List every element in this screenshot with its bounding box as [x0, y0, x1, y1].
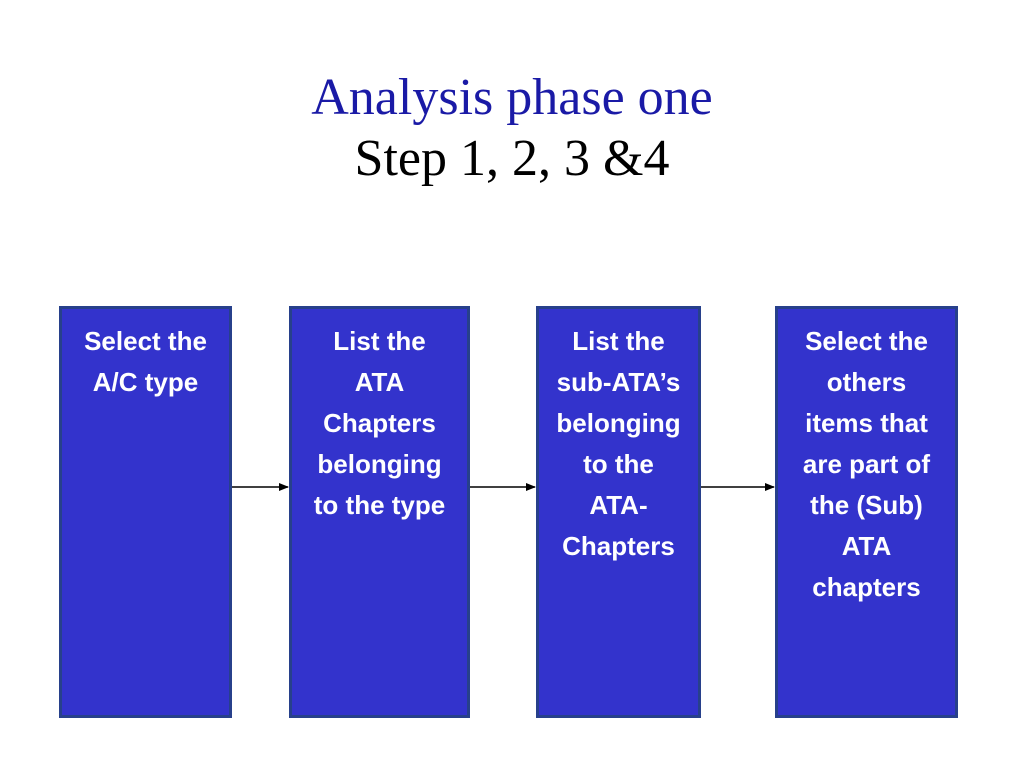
- step-label-1: Select the A/C type: [84, 326, 207, 397]
- step-box-1: Select the A/C type: [59, 306, 232, 718]
- step-label-3: List the sub-ATA’s belonging to the ATA-…: [556, 326, 681, 561]
- step-box-2: List the ATA Chapters belonging to the t…: [289, 306, 470, 718]
- slide-title-block: Analysis phase one Step 1, 2, 3 &4: [0, 68, 1024, 190]
- slide-subtitle: Step 1, 2, 3 &4: [354, 129, 670, 187]
- step-box-4: Select the others items that are part of…: [775, 306, 958, 718]
- step-box-3: List the sub-ATA’s belonging to the ATA-…: [536, 306, 701, 718]
- slide-title: Analysis phase one: [311, 69, 713, 126]
- step-label-2: List the ATA Chapters belonging to the t…: [313, 326, 446, 520]
- step-label-4: Select the others items that are part of…: [802, 326, 931, 602]
